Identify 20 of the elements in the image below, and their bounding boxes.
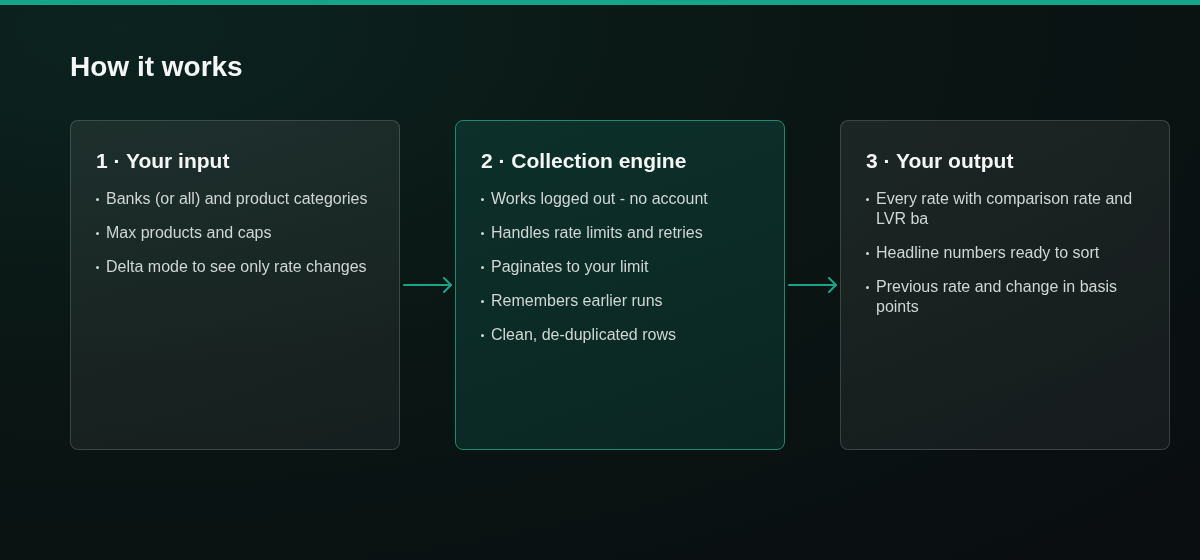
- list-item: Clean, de-duplicated rows: [481, 325, 676, 345]
- list-item: Headline numbers ready to sort: [866, 243, 1100, 263]
- list-item: Works logged out - no account: [481, 189, 708, 209]
- arrow: [403, 277, 452, 293]
- list-item: Remembers earlier runs: [481, 291, 663, 311]
- list-item: Max products and caps: [96, 223, 272, 243]
- card-heading: 2 · Collection engine: [481, 148, 687, 174]
- list-item: Previous rate and change in basis points: [866, 277, 1159, 317]
- arrow: [788, 277, 837, 293]
- step-card: [455, 120, 785, 450]
- list-item: Banks (or all) and product categories: [96, 189, 368, 209]
- list-item: Every rate with comparison rate and LVR ba: [866, 189, 1159, 229]
- list-item: Delta mode to see only rate changes: [96, 257, 367, 277]
- card-heading: 3 · Your output: [866, 148, 1014, 174]
- step-card: [70, 120, 400, 450]
- step-card: [840, 120, 1170, 450]
- section-title: How it works: [70, 50, 243, 84]
- list-item: Paginates to your limit: [481, 257, 649, 277]
- list-item: Handles rate limits and retries: [481, 223, 703, 243]
- card-heading: 1 · Your input: [96, 148, 230, 174]
